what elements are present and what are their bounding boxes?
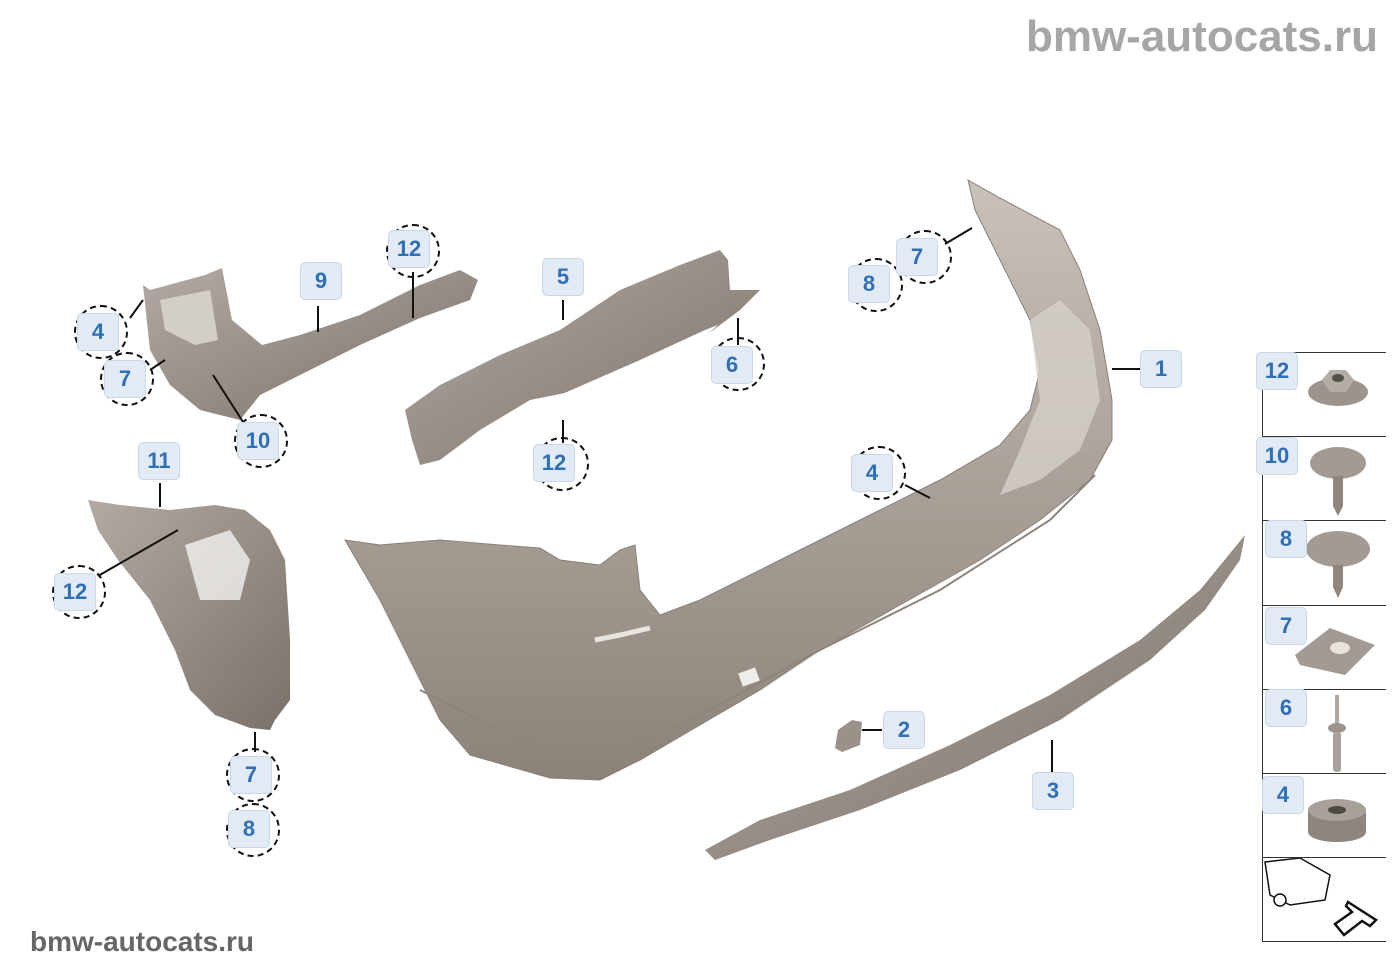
lower-trim [705, 535, 1245, 860]
side-bracket [88, 500, 290, 730]
callout-1[interactable]: 1 [1140, 350, 1182, 388]
callout-ring [226, 803, 280, 857]
callout-7-cover[interactable]: 7 [896, 238, 938, 276]
legend-divider [1262, 436, 1386, 437]
legend-icons [1264, 370, 1378, 937]
legend-divider [1262, 605, 1386, 606]
callout-8-cover[interactable]: 8 [848, 265, 890, 303]
hex-collar-nut-icon [1308, 370, 1368, 406]
callout-12-absorber[interactable]: 12 [533, 444, 575, 482]
callout-11[interactable]: 11 [138, 442, 180, 480]
callout-9[interactable]: 9 [300, 262, 342, 300]
bracket-left [143, 268, 478, 420]
callout-3[interactable]: 3 [1032, 772, 1074, 810]
callout-ring [52, 565, 106, 619]
collar-screw-large-icon [1306, 531, 1370, 598]
callout-ring [226, 748, 280, 802]
callout-12-bracket[interactable]: 12 [388, 230, 430, 268]
legend-label-12[interactable]: 12 [1256, 352, 1298, 390]
callout-ring [386, 224, 440, 278]
callout-7-side[interactable]: 7 [230, 756, 272, 794]
legend-label-8[interactable]: 8 [1265, 520, 1307, 558]
callout-7-bracket[interactable]: 7 [104, 360, 146, 398]
spacer-bushing-icon [1308, 799, 1366, 842]
callout-5[interactable]: 5 [542, 258, 584, 296]
legend-label-7[interactable]: 7 [1265, 607, 1307, 645]
callout-8-side[interactable]: 8 [228, 810, 270, 848]
callout-2[interactable]: 2 [883, 711, 925, 749]
legend-divider [1262, 520, 1386, 521]
hardware-legend-table [1262, 352, 1387, 942]
callout-10[interactable]: 10 [237, 422, 279, 460]
legend-label-4[interactable]: 4 [1262, 776, 1304, 814]
callout-12-side[interactable]: 12 [54, 573, 96, 611]
legend-divider [1262, 941, 1386, 942]
leader-lines [97, 227, 1140, 772]
expanding-rivet-icon [1328, 695, 1346, 772]
legend-divider [1262, 689, 1386, 690]
tow-hook-cover [835, 720, 862, 752]
spring-nut-icon [1295, 628, 1375, 675]
collar-screw-icon [1310, 447, 1366, 516]
legend-label-6[interactable]: 6 [1265, 689, 1307, 727]
callout-ring [100, 352, 154, 406]
legend-label-10[interactable]: 10 [1256, 437, 1298, 475]
callout-6[interactable]: 6 [711, 346, 753, 384]
legend-divider [1262, 773, 1386, 774]
absorber [405, 250, 760, 465]
legend-divider [1262, 857, 1386, 858]
legend-divider [1262, 352, 1386, 353]
callout-ring [234, 414, 288, 468]
car-rear-arrow-icon [1264, 857, 1378, 937]
watermark-top: bmw-autocats.ru [1025, 12, 1378, 61]
callout-ring [74, 305, 128, 359]
callout-4-cover[interactable]: 4 [851, 454, 893, 492]
watermark-bottom: bmw-autocats.ru [30, 926, 255, 957]
callout-4-bracket[interactable]: 4 [77, 313, 119, 351]
bumper-cover [344, 179, 1113, 781]
